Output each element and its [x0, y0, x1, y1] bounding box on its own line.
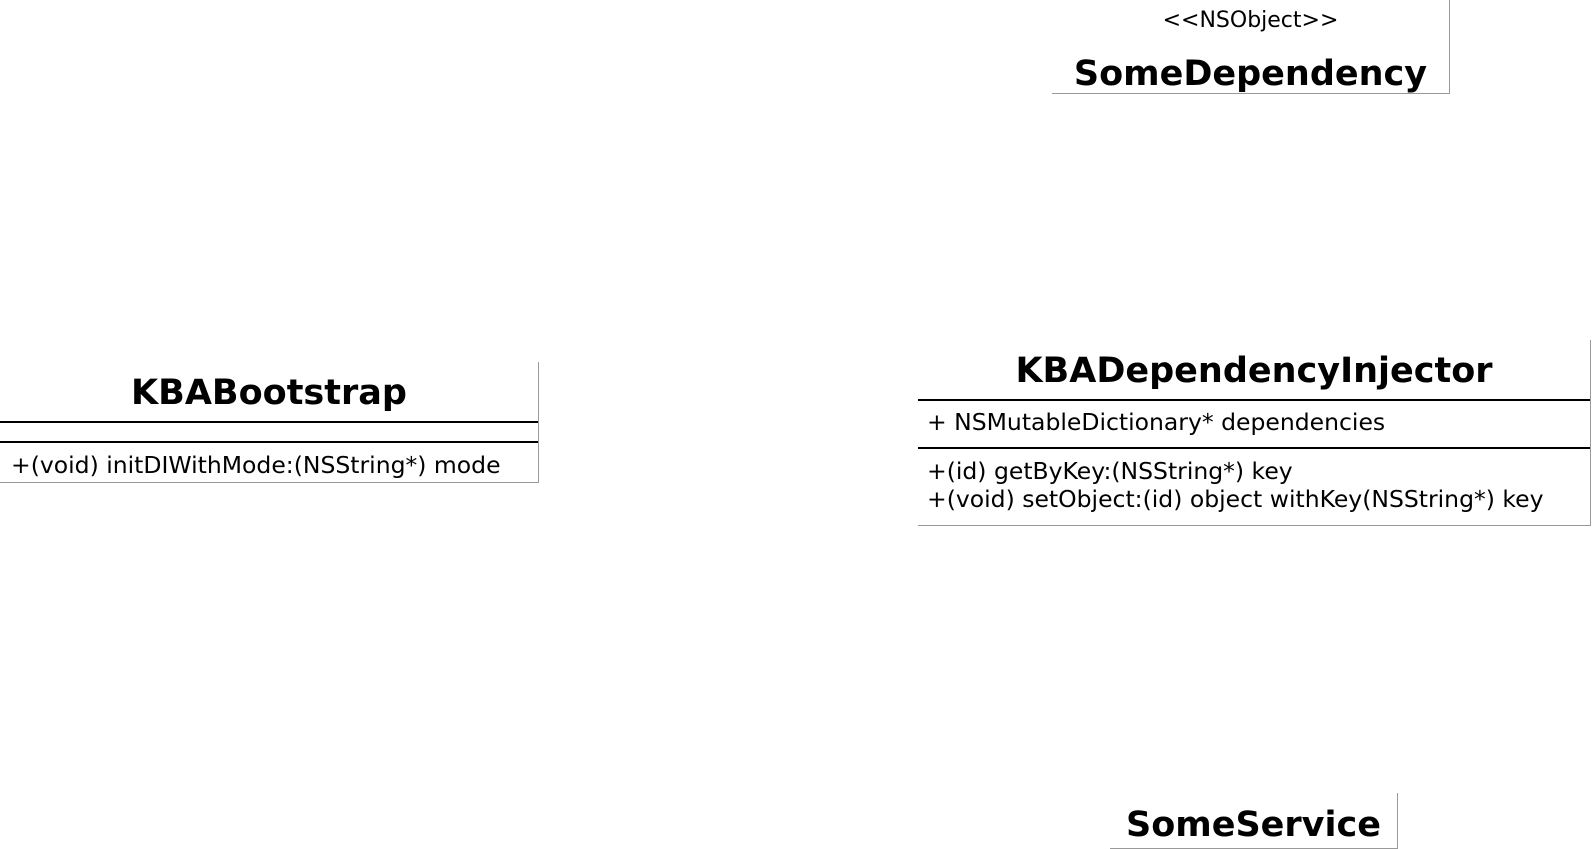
class-operation: +(void) initDIWithMode:(NSString*) mode	[11, 451, 501, 479]
class-name: SomeService	[1126, 805, 1381, 845]
attributes-separator	[918, 447, 1590, 449]
name-separator	[0, 421, 538, 423]
class-stereotype: <<NSObject>>	[1162, 8, 1339, 33]
class-some-dependency: <<NSObject>> SomeDependency	[1052, 0, 1450, 94]
class-kba-bootstrap: KBABootstrap +(void) initDIWithMode:(NSS…	[0, 362, 539, 483]
class-name: SomeDependency	[1073, 54, 1428, 94]
class-name: KBABootstrap	[131, 373, 407, 413]
class-operation: +(void) setObject:(id) object withKey(NS…	[927, 485, 1544, 513]
attributes-separator	[0, 441, 538, 443]
class-attribute: + NSMutableDictionary* dependencies	[927, 408, 1386, 436]
name-separator	[918, 399, 1590, 401]
class-kba-dependency-injector: KBADependencyInjector + NSMutableDiction…	[918, 340, 1591, 526]
class-some-service: SomeService	[1110, 793, 1398, 849]
class-operation: +(id) getByKey:(NSString*) key	[927, 457, 1293, 485]
class-name: KBADependencyInjector	[1015, 351, 1493, 391]
